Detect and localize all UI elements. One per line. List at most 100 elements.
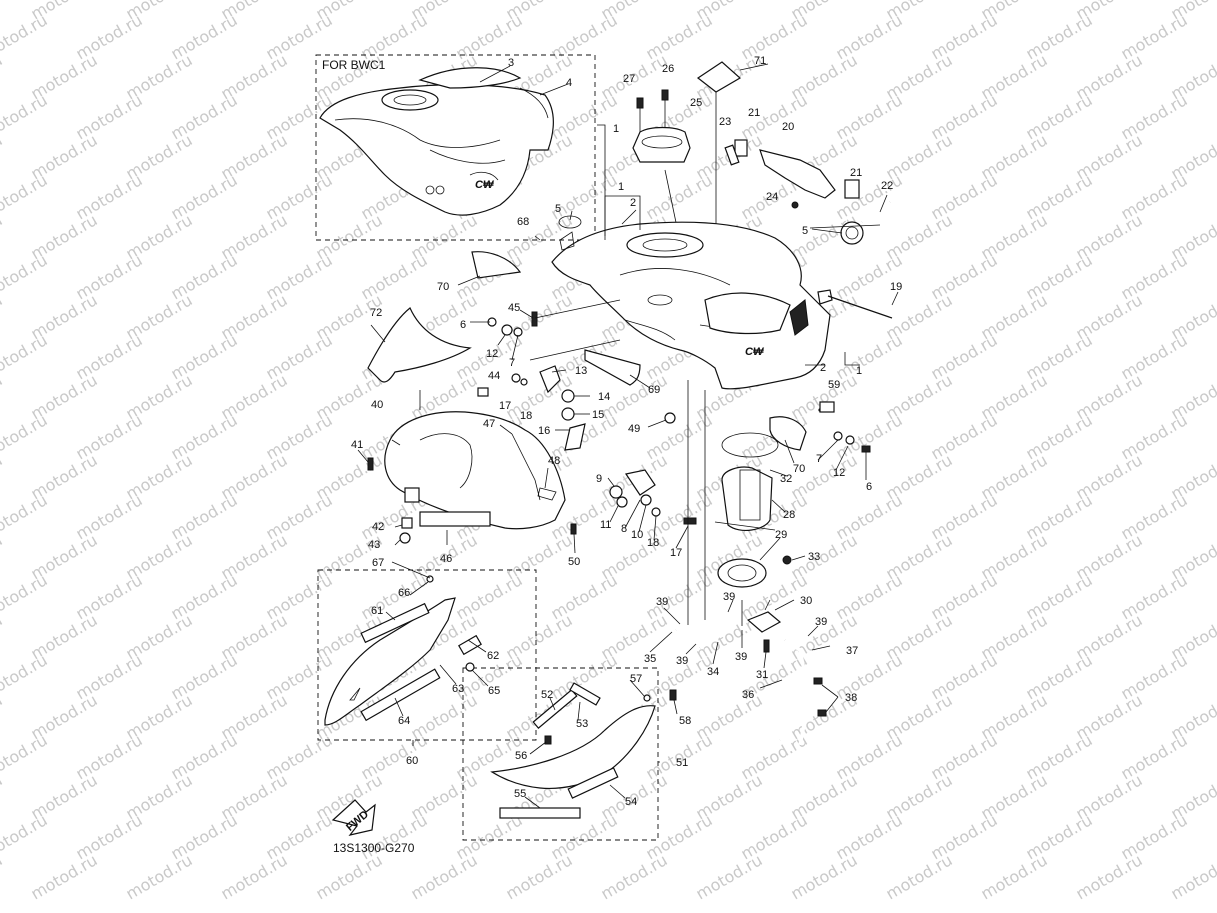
watermark-text: motod.ru [693,850,766,903]
callout-17: 17 [499,400,511,412]
callout-1: 1 [618,181,624,193]
group-label-bwc1: FOR BWC1 [322,58,386,72]
callout-10: 10 [631,529,643,541]
watermark-text: motod.ru [0,850,6,903]
watermark-text: motod.ru [28,850,101,903]
callout-17: 17 [670,547,682,559]
callout-26: 26 [662,63,674,75]
watermark-text: motod.ru [0,210,6,263]
callout-57: 57 [630,673,642,685]
callout-39: 39 [815,616,827,628]
watermark-text: motod.ru [0,410,51,463]
callout-32: 32 [780,473,792,485]
callout-27: 27 [623,73,635,85]
callout-39: 39 [676,655,688,667]
bwc1-group-box [315,54,596,241]
callout-2: 2 [630,197,636,209]
callout-18: 18 [647,537,659,549]
callout-52: 52 [541,689,553,701]
leader-lines [357,63,899,809]
watermark-text: motod.ru [313,850,386,903]
pad-69 [584,349,641,386]
watermark-text: motod.ru [0,130,6,183]
callout-19: 19 [890,281,902,293]
callout-21: 21 [748,107,760,119]
callout-64: 64 [398,715,410,727]
callout-2: 2 [820,362,826,374]
callout-1: 1 [613,123,619,135]
watermark-text: motod.ru [0,810,51,863]
watermark-text: motod.ru [0,50,6,103]
callout-72: 72 [370,307,382,319]
fuel-pump-drawing [714,432,792,588]
callout-61: 61 [371,605,383,617]
callout-46: 46 [440,553,452,565]
under-cover-group-box [462,667,659,841]
callout-69: 69 [648,384,660,396]
callout-65: 65 [488,685,500,697]
side-panel-40-drawing [384,411,566,544]
callout-8: 8 [621,523,627,535]
side-cover-group-box [317,569,537,741]
callout-25: 25 [690,97,702,109]
callout-48: 48 [548,455,560,467]
callout-53: 53 [576,718,588,730]
watermark-text: motod.ru [218,850,291,903]
fuel-tank-main-drawing: C₩ [551,215,893,390]
callout-6: 6 [866,481,872,493]
watermark-text: motod.ru [0,290,6,343]
callout-5: 5 [802,225,808,237]
callout-14: 14 [598,391,610,403]
callout-51: 51 [676,757,688,769]
watermark-text: motod.ru [0,450,6,503]
callout-28: 28 [783,509,795,521]
watermark-text: motod.ru [503,850,576,903]
callout-31: 31 [756,669,768,681]
callout-71: 71 [754,55,766,67]
callout-37: 37 [846,645,858,657]
watermark-text: motod.ru [883,850,956,903]
callout-50: 50 [568,556,580,568]
callout-49: 49 [628,423,640,435]
callout-36: 36 [742,689,754,701]
callout-1: 1 [856,365,862,377]
callout-6: 6 [460,319,466,331]
callout-56: 56 [515,750,527,762]
tank-pad-right [769,416,807,451]
callout-20: 20 [782,121,794,133]
callout-23: 23 [719,116,731,128]
callout-40: 40 [371,399,383,411]
fuel-cap-assembly-drawing [632,61,742,233]
watermark-text: motod.ru [0,250,51,303]
watermark-text: motod.ru [0,370,6,423]
callout-67: 67 [372,557,384,569]
callout-42: 42 [372,521,384,533]
callout-7: 7 [509,357,515,369]
callout-34: 34 [707,666,719,678]
callout-29: 29 [775,529,787,541]
breather-bracket-drawing [724,139,891,245]
watermark-text: motod.ru [0,530,6,583]
callout-63: 63 [452,683,464,695]
svg-text:C₩: C₩ [475,179,495,191]
callout-60: 60 [406,755,418,767]
knee-pad-72 [367,307,472,383]
svg-text:C₩: C₩ [745,346,765,358]
callout-12: 12 [486,348,498,360]
callout-62: 62 [487,650,499,662]
callout-18: 18 [520,410,532,422]
watermark-text: motod.ru [0,570,51,623]
callout-9: 9 [596,473,602,485]
callout-7: 7 [816,453,822,465]
callout-43: 43 [368,539,380,551]
callout-30: 30 [800,595,812,607]
callout-39: 39 [735,651,747,663]
tank-pad-left [471,251,522,279]
watermark-text: motod.ru [1168,850,1217,903]
callout-33: 33 [808,551,820,563]
watermark-text: motod.ru [123,850,196,903]
watermark-text: motod.ru [0,690,6,743]
callout-70: 70 [793,463,805,475]
callout-35: 35 [644,653,656,665]
watermark-text: motod.ru [0,490,51,543]
